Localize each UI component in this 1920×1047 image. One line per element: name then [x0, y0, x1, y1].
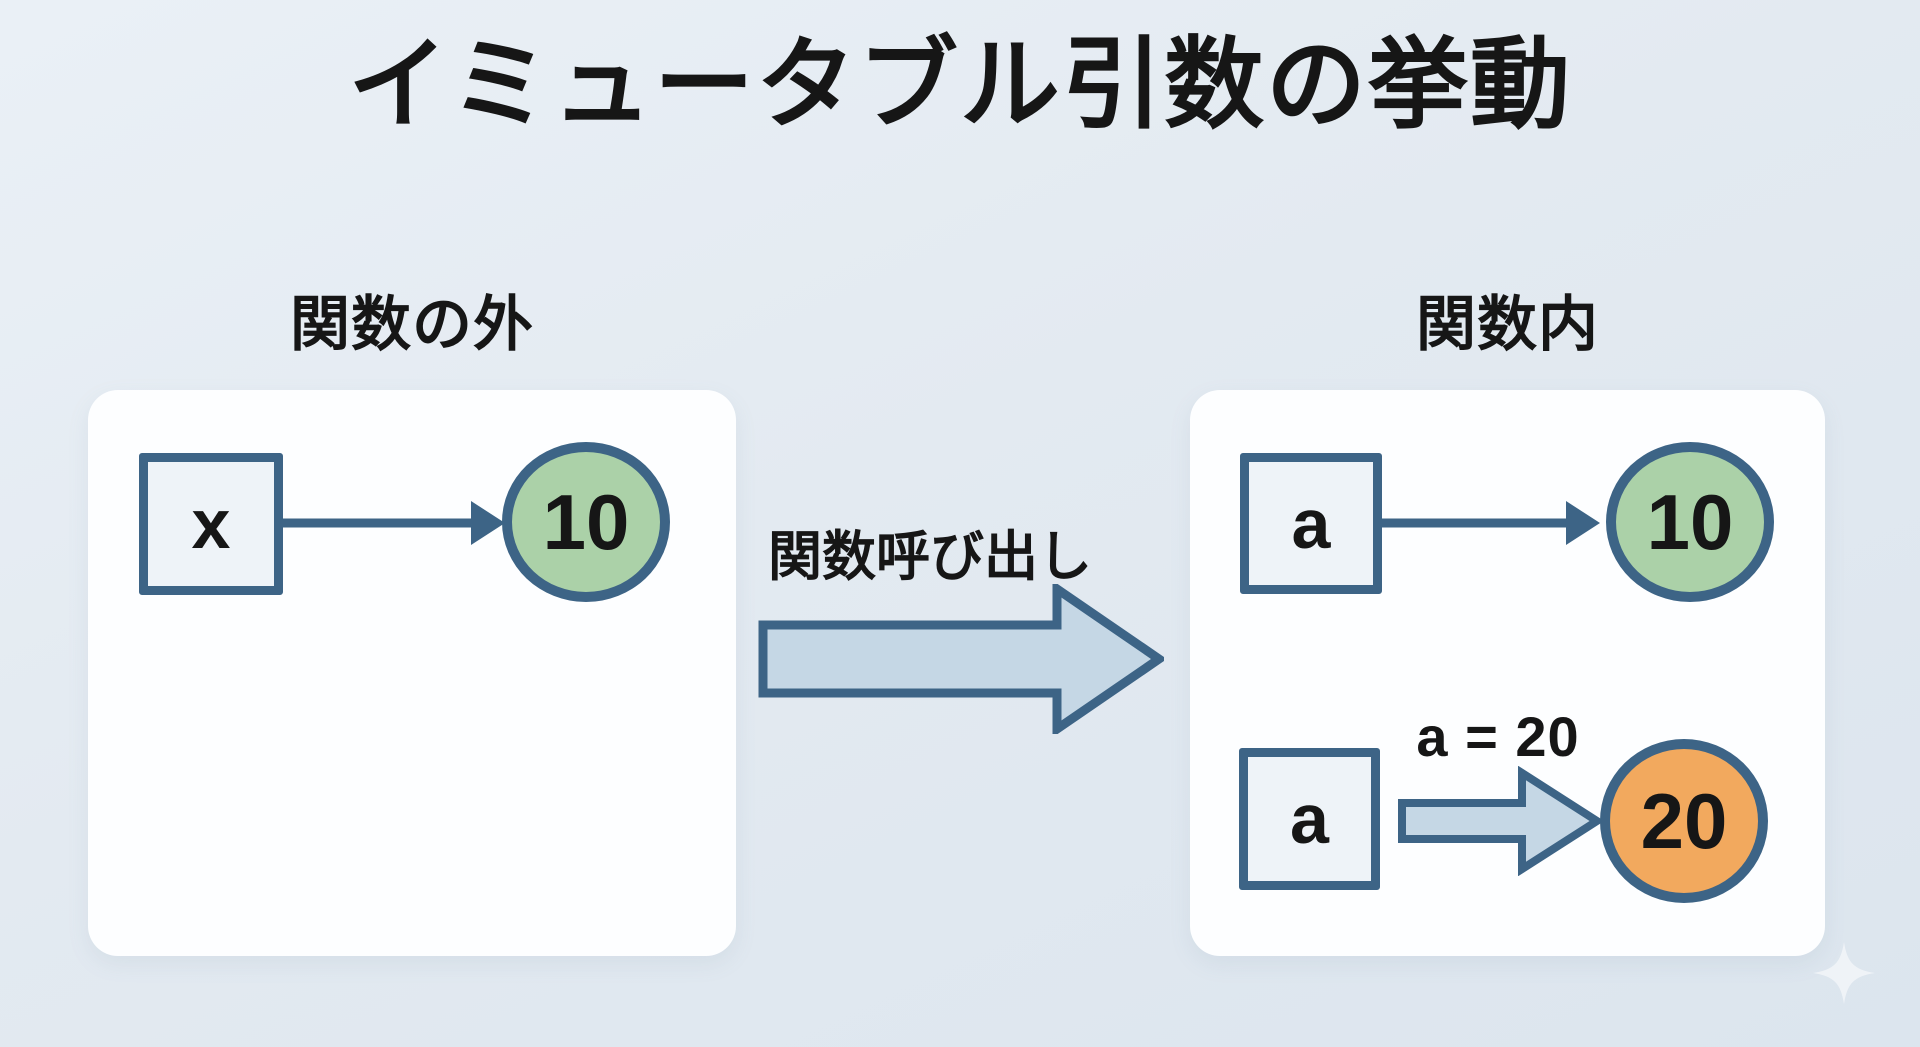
variable-box-a-row1-label: a — [1291, 484, 1331, 563]
value-circle-10-outside-label: 10 — [542, 478, 630, 566]
heading-outside-function: 関数の外 — [290, 291, 534, 358]
variable-box-a-row2: a — [1239, 748, 1380, 890]
value-circle-20-inside: 20 — [1600, 739, 1768, 903]
page-title: イミュータブル引数の挙動 — [348, 29, 1572, 141]
heading-inside-function: 関数内 — [1416, 291, 1599, 358]
pointer-arrow-a-to-10 — [1382, 501, 1600, 545]
reassignment-label: a = 20 — [1416, 705, 1580, 768]
function-call-arrow-icon — [758, 584, 1164, 734]
variable-box-a-row2-label: a — [1290, 780, 1329, 858]
sparkle-icon — [1813, 942, 1875, 1004]
value-circle-10-inside: 10 — [1606, 442, 1774, 602]
variable-box-a-row1: a — [1240, 453, 1382, 594]
reassign-arrow-icon — [1398, 766, 1602, 876]
variable-box-x: x — [139, 453, 283, 595]
pointer-arrow-x-to-10 — [283, 501, 505, 545]
value-circle-10-outside: 10 — [502, 442, 670, 602]
value-circle-20-inside-label: 20 — [1640, 777, 1728, 865]
function-call-label: 関数呼び出し — [768, 527, 1092, 587]
variable-box-x-label: x — [191, 485, 231, 563]
value-circle-10-inside-label: 10 — [1646, 478, 1734, 566]
